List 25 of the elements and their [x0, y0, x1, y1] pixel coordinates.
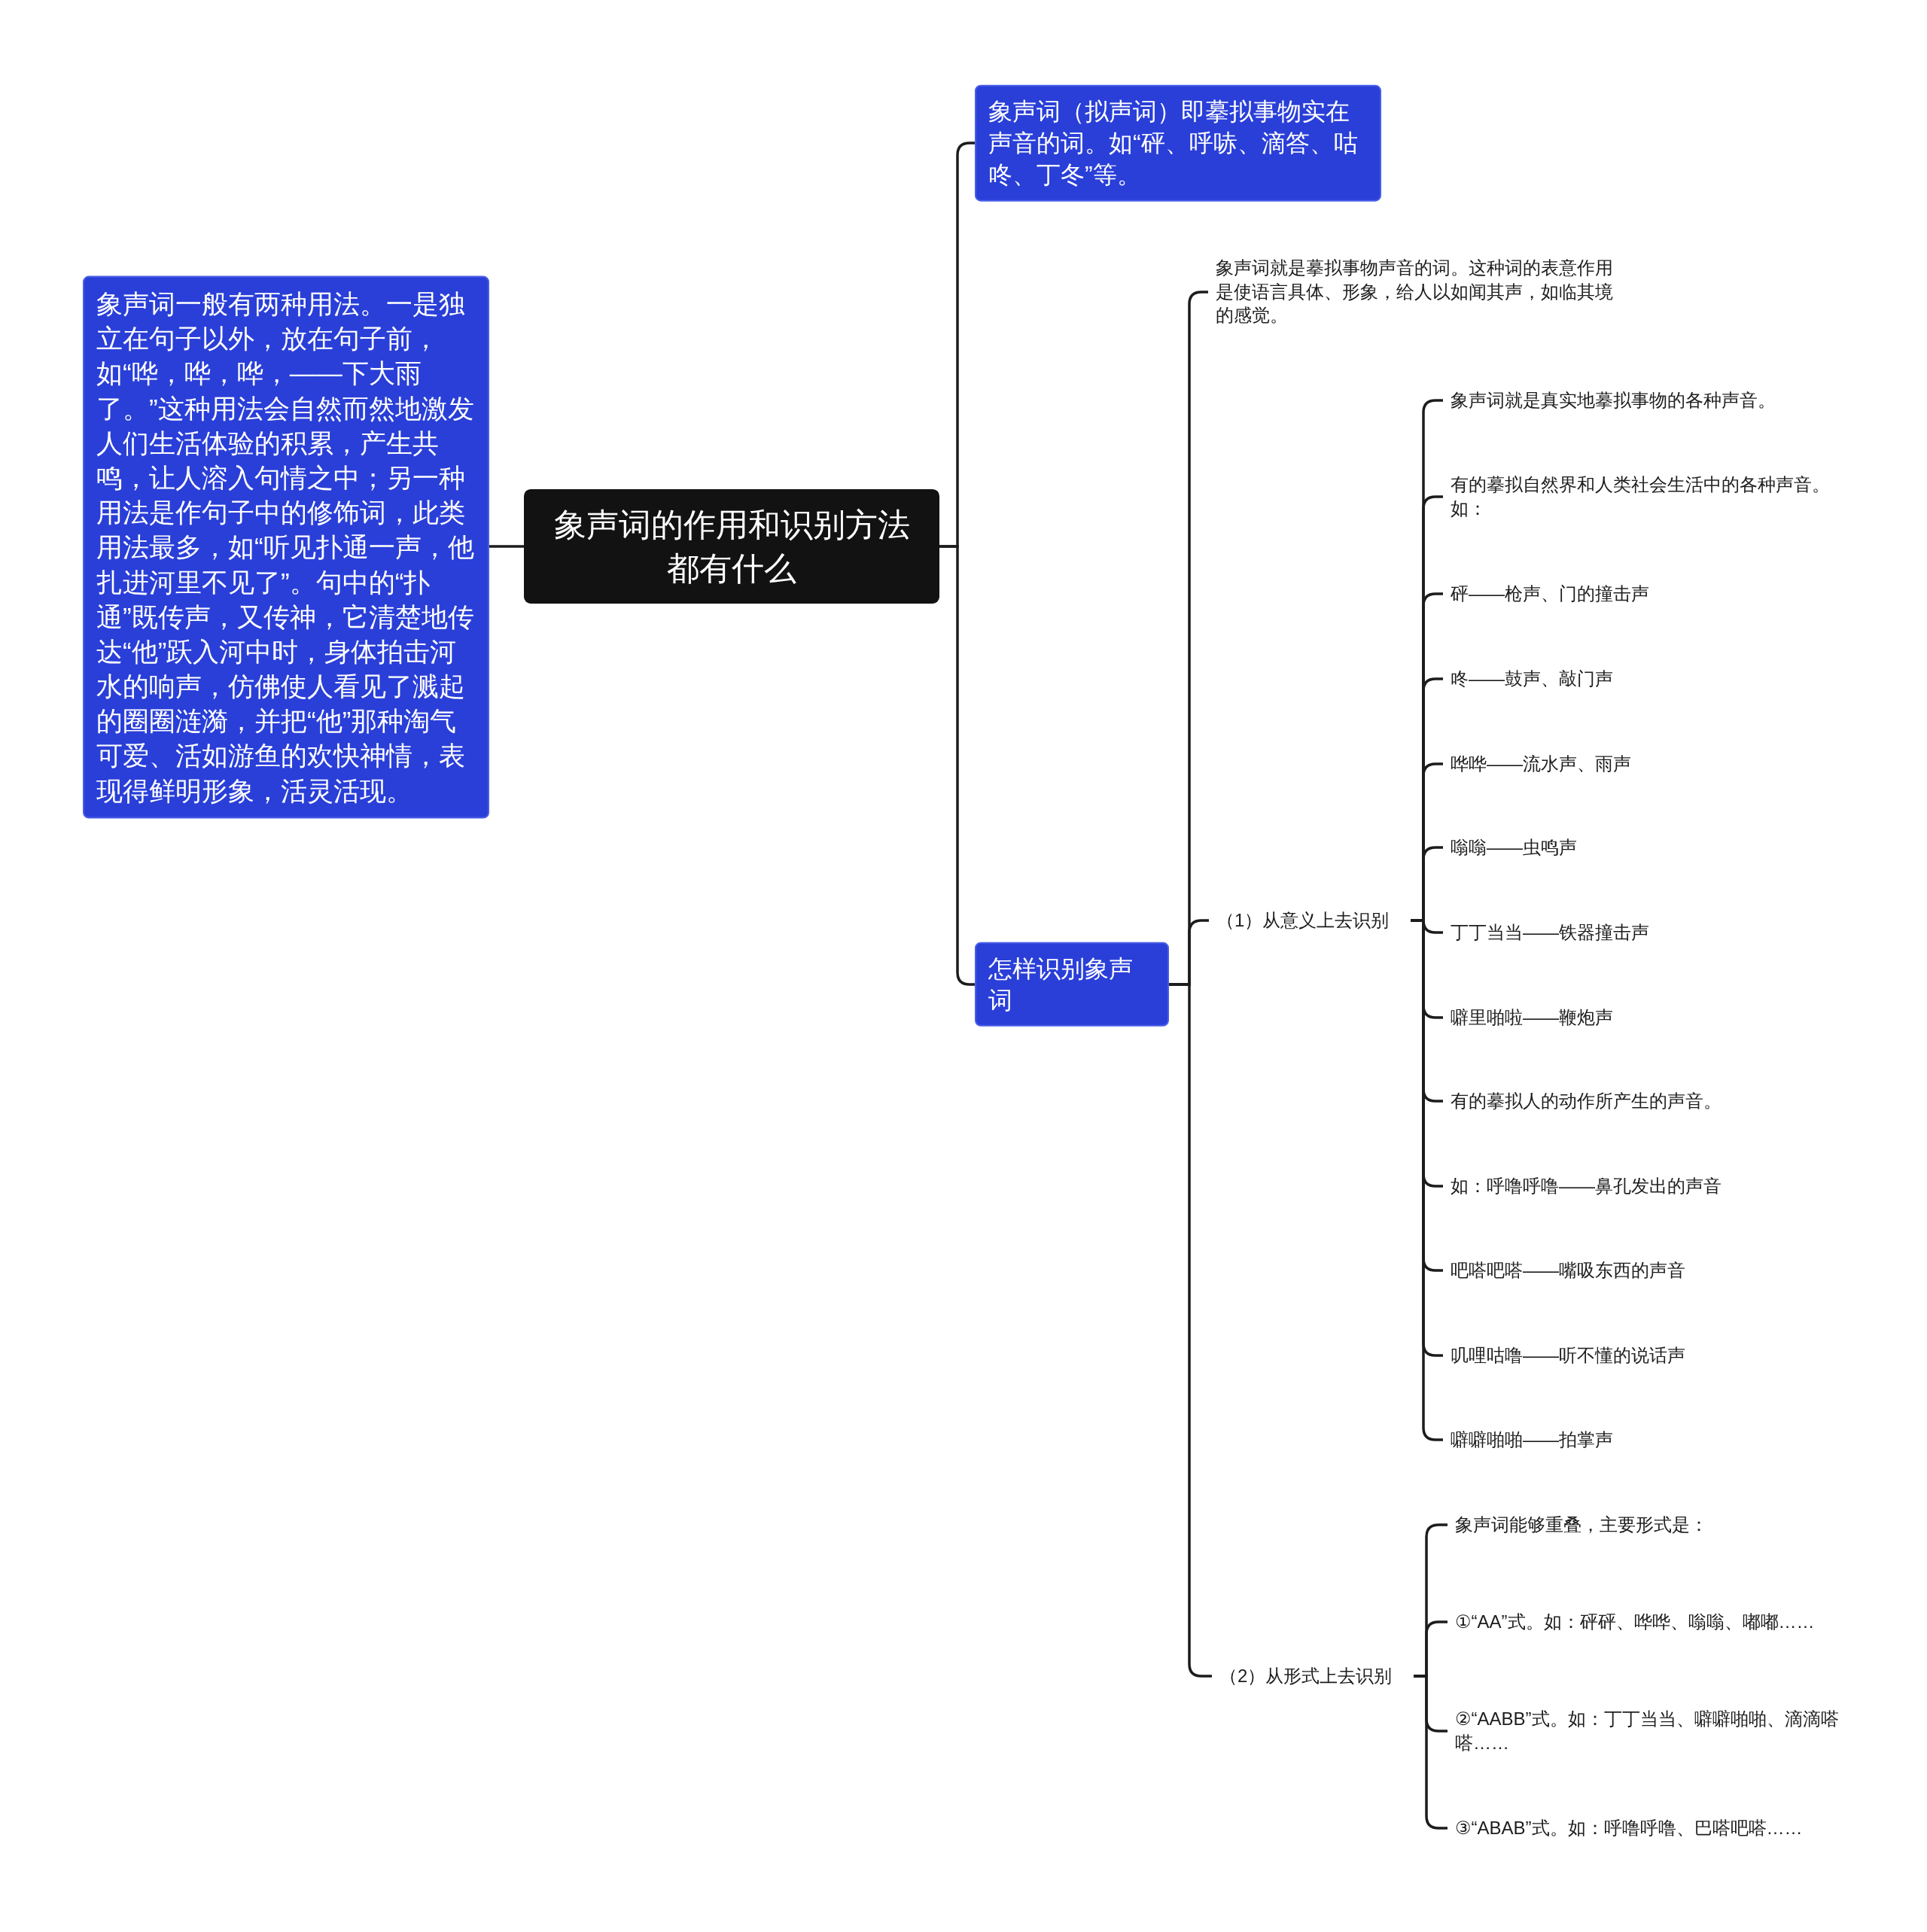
topic-text: 砰——枪声、门的撞击声: [1451, 582, 1846, 606]
topic-text: 哗哗——流水声、雨声: [1451, 752, 1846, 776]
topic-text: ②“AABB”式。如：丁丁当当、噼噼啪啪、滴滴嗒嗒……: [1455, 1707, 1846, 1755]
topic-text: 丁丁当当——铁器撞击声: [1451, 920, 1846, 945]
topic-box: 象声词（拟声词）即摹拟事物实在声音的词。如“砰、呼哧、滴答、咕咚、丁冬”等。: [975, 84, 1381, 202]
topic-text: 象声词就是摹拟事物声音的词。这种词的表意作用是使语言具体、形象，给人以如闻其声，如临其境的感觉。: [1216, 256, 1622, 328]
topic-text: 嗡嗡——虫鸣声: [1451, 835, 1846, 860]
topic-text: ③“ABAB”式。如：呼噜呼噜、巴嗒吧嗒……: [1455, 1816, 1846, 1840]
topic-text: 吧嗒吧嗒——嘴吸东西的声音: [1451, 1258, 1846, 1282]
topic-box: 怎样识别象声词: [975, 942, 1169, 1027]
connector-line: [489, 545, 524, 548]
topic-text: 有的摹拟自然界和人类社会生活中的各种声音。如：: [1451, 473, 1846, 521]
topic-text: 噼噼啪啪——拍掌声: [1451, 1428, 1846, 1452]
topic-box: 象声词一般有两种用法。一是独立在句子以外，放在句子前，如“哗，哗，哗，——下大雨了。”这种用法会自然而然地激发人们生活体验的积累，产生共鸣，让人溶入句情之中；另一种用法是作句子中的修饰词，此类用法最多，如“听见扑通一声，他扎进河里不见了”。句中的“扑通”既传声，又传神，它清楚地传达“他”跃入河中时，身体拍击河水的响声，仿佛使人看见了溅起的圈圈涟漪，并把“他”那种淘气可爱、活如游鱼的欢快神情，表现得鲜明形象，活灵活现。: [83, 275, 489, 819]
topic-text: （1）从意义上去识别: [1216, 908, 1405, 933]
topic-text: 象声词能够重叠，主要形式是：: [1455, 1513, 1846, 1537]
topic-text: 咚——鼓声、敲门声: [1451, 667, 1846, 691]
topic-text: 象声词就是真实地摹拟事物的各种声音。: [1451, 388, 1846, 412]
topic-text: 叽哩咕噜——听不懂的说话声: [1451, 1343, 1846, 1368]
topic-text: 噼里啪啦——鞭炮声: [1451, 1006, 1846, 1030]
topic-text: 如：呼噜呼噜——鼻孔发出的声音: [1451, 1174, 1846, 1198]
central-topic-box: 象声词的作用和识别方法都有什么: [524, 488, 939, 604]
topic-text: 有的摹拟人的动作所产生的声音。: [1451, 1089, 1846, 1113]
topic-text: ①“AA”式。如：砰砰、哗哗、嗡嗡、嘟嘟……: [1455, 1610, 1846, 1634]
topic-text: （2）从形式上去识别: [1219, 1664, 1408, 1688]
